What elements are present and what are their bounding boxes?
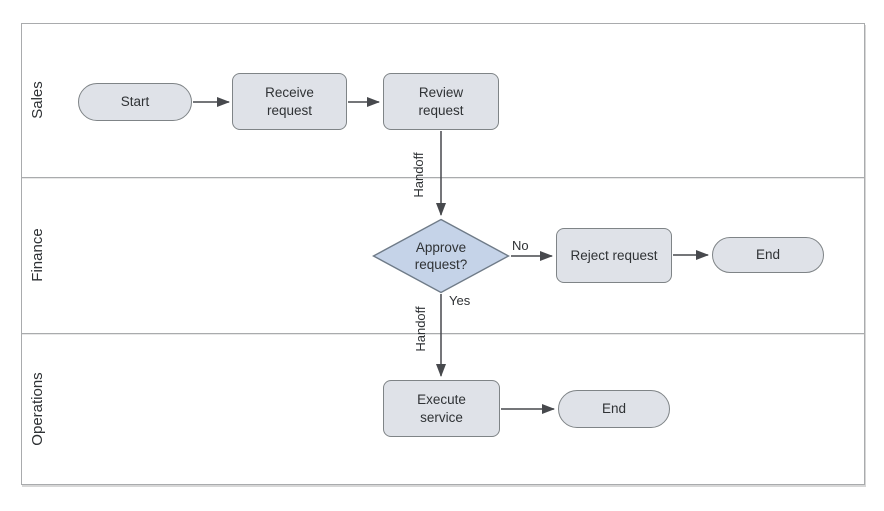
decision-label: Approve request? bbox=[414, 239, 468, 272]
node-end-finance: End bbox=[712, 237, 824, 273]
lane-label-sales: Sales bbox=[29, 81, 46, 119]
lane-label-operations: Operations bbox=[29, 372, 46, 446]
edge-label-no: No bbox=[512, 238, 529, 253]
node-receive-request: Receive request bbox=[232, 73, 347, 130]
edge-label-yes: Yes bbox=[449, 293, 471, 308]
node-review-request: Review request bbox=[383, 73, 499, 130]
lane-divider-finance-operations bbox=[22, 333, 865, 334]
node-approve-request-decision: Approve request? bbox=[372, 218, 510, 294]
lane-divider-sales-finance bbox=[22, 177, 865, 178]
edge-label-handoff-1: Handoff bbox=[411, 152, 426, 198]
node-reject-request: Reject request bbox=[556, 228, 672, 283]
lane-label-finance: Finance bbox=[29, 228, 46, 282]
node-start: Start bbox=[78, 83, 192, 121]
edge-label-handoff-2: Handoff bbox=[413, 306, 428, 352]
node-end-operations: End bbox=[558, 390, 670, 428]
decision-diamond-shape bbox=[372, 218, 510, 294]
node-execute-service: Execute service bbox=[383, 380, 500, 437]
